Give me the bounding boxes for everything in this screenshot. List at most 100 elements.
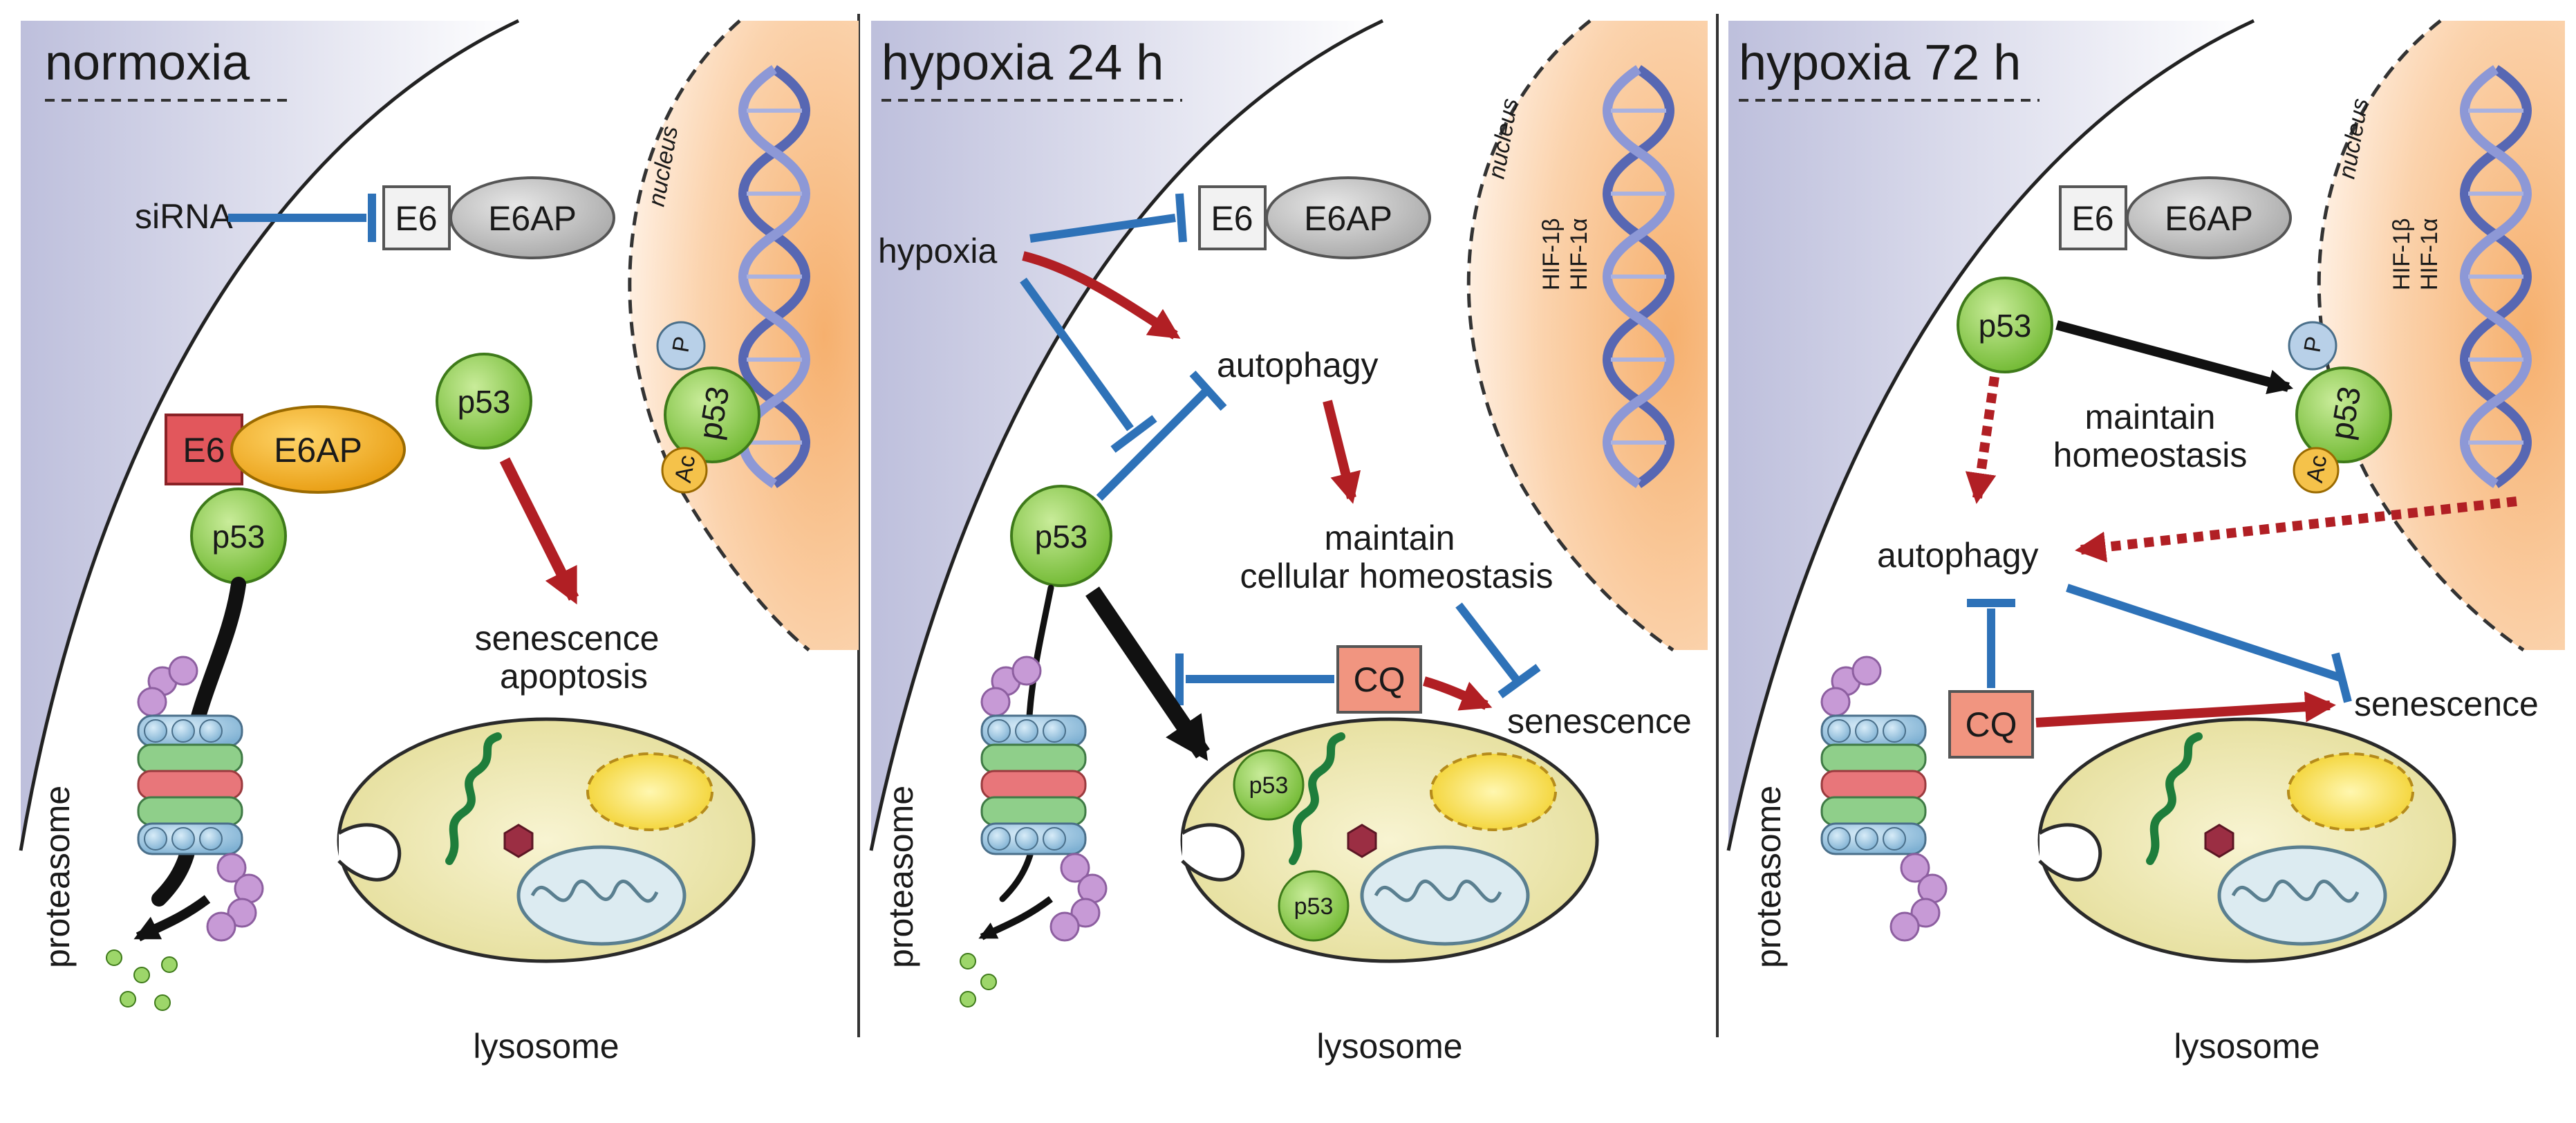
e6ap-ellipse [1265, 176, 1431, 259]
maintain-label-2: cellular homeostasis [1240, 557, 1553, 595]
p53-to-lysosome [1085, 586, 1210, 761]
panel-normoxia: nucleus normoxia siRNA E6 E6AP E6 E6AP p… [19, 19, 859, 1066]
e6-label: E6 [1211, 199, 1253, 238]
panel-title: hypoxia 24 h [881, 35, 1164, 91]
e6ap-complex-ellipse [230, 405, 406, 494]
e6-complex-label: E6 [183, 431, 225, 470]
peptide-fragment [161, 956, 178, 973]
inhibit-bar [1497, 664, 1541, 698]
senescence-label: senescence [1507, 702, 1692, 741]
cell-membrane [1726, 19, 2255, 851]
peptide-fragment [154, 994, 171, 1011]
p53-cytoplasmic [1957, 277, 2053, 373]
p53-in-lysosome-label: p53 [1249, 772, 1289, 799]
cq-box [1948, 690, 2034, 759]
peptide-fragment [980, 974, 997, 990]
hypoxia-inhibits-e6 [1029, 214, 1176, 243]
proteasome-label: proteasome [1749, 786, 1788, 968]
e6-label: E6 [395, 199, 437, 238]
e6-box [2059, 185, 2127, 250]
panel-hypoxia-72h: nucleus HIF-1β HIF-1α hypoxia 72 h E6 E6… [1726, 19, 2565, 1066]
p53-label: p53 [1035, 519, 1088, 555]
phospho-mark [2288, 321, 2337, 371]
proteasome-label: proteasome [38, 786, 77, 968]
phospho-mark [656, 321, 706, 371]
peptide-fragment [960, 991, 976, 1008]
peptide-fragment [960, 953, 976, 969]
p53-translocates-to-nucleus [2055, 320, 2294, 395]
peptide-fragment [120, 991, 136, 1008]
inhibit-bar [1110, 415, 1157, 453]
maintain-label-1: maintain [1325, 519, 1455, 557]
e6-box [382, 185, 451, 250]
cq-activates-senescence [2035, 691, 2336, 727]
autophagy-label: autophagy [1877, 536, 2039, 575]
panel-title: normoxia [45, 35, 250, 91]
degradation-exit-arrow [133, 895, 211, 942]
autophagy-activates-homeostasis [1323, 400, 1361, 504]
senescence-label: senescence [475, 619, 660, 658]
p53-free-label: p53 [458, 384, 511, 420]
e6ap-label: E6AP [1304, 199, 1392, 238]
homeostasis-inhibits-senescence [1455, 602, 1521, 684]
p53-nuclear [664, 366, 760, 463]
cell-membrane [869, 19, 1384, 851]
nuclear-envelope [1466, 19, 1674, 652]
acetyl-label: Ac [2302, 453, 2332, 485]
p53-dotted-activates-autophagy [1965, 376, 1999, 504]
cell-membrane [19, 19, 520, 851]
p53-label: p53 [1979, 308, 2032, 344]
lysosome-label: lysosome [2174, 1027, 2320, 1066]
peptide-fragment [133, 967, 150, 983]
proteasome-label: proteasome [881, 786, 920, 968]
inhibit-bar [1189, 370, 1227, 411]
sirna-label: siRNA [135, 197, 233, 236]
lysosome [339, 719, 754, 961]
nucleus-region [1468, 21, 1708, 650]
cytoplasm-region [1728, 21, 2254, 851]
e6ap-ellipse [2126, 176, 2292, 259]
p53-complex-label: p53 [212, 519, 265, 555]
e6ap-complex-label: E6AP [274, 431, 362, 470]
hypoxia-inhibits-p53 [1020, 277, 1134, 431]
e6-box [1198, 185, 1267, 250]
cq-activates-senescence [1423, 676, 1493, 711]
hypoxia-label: hypoxia [878, 232, 998, 270]
panel-hypoxia-24h: nucleus HIF-1β HIF-1α hypoxia 24 h hypox… [869, 19, 1708, 1066]
peptide-fragment [106, 949, 122, 966]
lysosome [1182, 719, 1597, 961]
e6-label: E6 [2071, 199, 2113, 238]
p53-free [436, 353, 532, 449]
p53-cytoplasmic [1010, 485, 1112, 587]
autophagy-inhibits-senescence [2066, 584, 2342, 682]
inhibit-bar [1175, 193, 1187, 243]
hif-alpha-label: HIF-1α [1566, 218, 1592, 290]
p53-inhibits-autophagy [1096, 387, 1210, 501]
senescence-label: senescence [2354, 685, 2539, 723]
p53-in-lysosome [1233, 749, 1305, 821]
acetyl-label: Ac [670, 453, 700, 485]
panel-title: hypoxia 72 h [1739, 35, 2021, 91]
proteasome [1820, 656, 1948, 942]
degradation-exit-arrow [978, 895, 1053, 940]
p53-activates-senescence [499, 457, 579, 605]
lysosome-label: lysosome [1316, 1027, 1462, 1066]
p53-in-lysosome [1278, 870, 1350, 942]
autophagy-label: autophagy [1217, 346, 1379, 384]
acetyl-mark [661, 447, 708, 494]
cq-label: CQ [1354, 660, 1406, 699]
hif-beta-label: HIF-1β [2389, 218, 2415, 290]
cytoplasm-region [871, 21, 1383, 851]
p53-nuclear [2295, 366, 2392, 463]
hypoxia-activates-autophagy [1022, 251, 1181, 340]
maintain-label-1: maintain [2085, 398, 2216, 436]
hif-alpha-label: HIF-1α [2416, 218, 2443, 290]
cytoplasm-region [21, 21, 519, 851]
e6ap-label: E6AP [2165, 199, 2253, 238]
maintain-label-2: homeostasis [2053, 436, 2248, 474]
lysosome [2040, 719, 2454, 961]
cq-label: CQ [1966, 705, 2017, 744]
inhibit-bar [2331, 652, 2352, 703]
e6ap-ellipse [449, 176, 615, 259]
